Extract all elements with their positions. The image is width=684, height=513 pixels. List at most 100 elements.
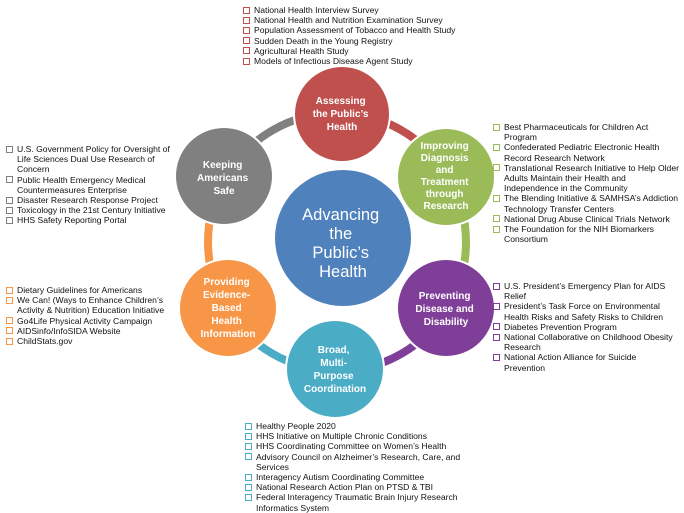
checkbox-bullet [245,453,252,461]
program-list-assessing: National Health Interview Survey Nationa… [243,5,493,66]
checkbox-bullet [6,145,13,153]
list-item-text: National Health Interview Survey [254,5,379,15]
checkbox-bullet [493,282,500,290]
list-item-text: Disaster Research Response Project [17,195,158,206]
checkbox-bullet [493,123,500,131]
list-item: National Collaborative on Childhood Obes… [493,332,679,352]
list-item-text: Toxicology in the 21st Century Initiativ… [17,205,166,216]
checkbox-bullet [243,6,250,14]
list-item-text: We Can! (Ways to Enhance Children’s Acti… [17,295,165,316]
list-item-text: Dietary Guidelines for Americans [17,285,143,295]
node-label-line: through [426,189,464,200]
checkbox-bullet [493,164,500,172]
node-label-line: Keeping [203,160,242,171]
list-item: ChildStats.gov [6,336,181,346]
list-item: Advisory Council on Alzheimer’s Research… [245,452,485,472]
list-item: National Health and Nutrition Examinatio… [243,15,493,25]
list-item-text: The Foundation for the NIH Biomarkers Co… [504,224,654,245]
list-item: HHS Initiative on Multiple Chronic Condi… [245,431,485,441]
list-item: The Foundation for the NIH Biomarkers Co… [493,224,679,244]
list-item-text: Interagency Autism Coordinating Committe… [256,472,425,483]
checkbox-bullet [493,215,500,223]
checkbox-bullet [243,16,250,24]
node-broad: Broad, Multi- Purpose Coordination [285,319,385,419]
node-providing: Providing Evidence- Based Health Informa… [178,258,278,358]
node-label-keeping: Keeping Americans Safe [197,160,251,197]
list-item-text: National Action Alliance for Suicide Pre… [504,352,637,373]
list-item-text: Models of Infectious Disease Agent Study [254,56,413,67]
checkbox-bullet [6,337,13,345]
program-list-keeping: U.S. Government Policy for Oversight of … [6,144,181,226]
list-item-text: ChildStats.gov [17,336,73,347]
list-item-text: Advisory Council on Alzheimer’s Research… [256,451,461,472]
checkbox-bullet [245,442,252,450]
list-item: Dietary Guidelines for Americans [6,285,181,295]
list-item: Population Assessment of Tobacco and Hea… [243,25,493,35]
list-item-text: AIDSinfo/InfoSIDA Website [17,325,121,336]
list-item: National Drug Abuse Clinical Trials Netw… [493,214,679,224]
checkbox-bullet [493,353,500,361]
node-keeping: Keeping Americans Safe [174,126,274,226]
list-item: Toxicology in the 21st Century Initiativ… [6,205,181,215]
checkbox-bullet [6,196,13,204]
checkbox-bullet [245,473,252,481]
center-title: Advancing the Public’s Health [302,206,384,281]
list-item: Sudden Death in the Young Registry [243,36,493,46]
node-circle-keeping [174,126,274,226]
center-title-line: Health [319,263,367,281]
center-title-line: Advancing [302,206,379,224]
list-item: National Action Alliance for Suicide Pre… [493,352,679,373]
checkbox-bullet [243,37,250,45]
center-circle [275,170,411,306]
list-item-text: Healthy People 2020 [256,421,336,431]
node-label-line: Preventing [419,291,471,302]
checkbox-bullet [493,194,500,202]
checkbox-bullet [245,483,252,491]
list-item-text: Population Assessment of Tobacco and Hea… [254,25,456,36]
checkbox-bullet [493,323,500,331]
checkbox-bullet [245,422,252,430]
list-item-text: Confederated Pediatric Electronic Health… [504,142,660,163]
list-item: Best Pharmaceuticals for Children Act Pr… [493,122,679,142]
list-item-text: Federal Interagency Traumatic Brain Inju… [256,492,458,513]
list-item: The Blending Initiative & SAMHSA’s Addic… [493,193,679,214]
checkbox-bullet [6,286,13,294]
node-label-line: Information [201,329,256,340]
checkbox-bullet [243,47,250,55]
node-label-line: Assessing [316,96,366,107]
node-label-line: Providing [204,277,250,288]
center-node: Advancing the Public’s Health [275,170,411,306]
program-list-broad: Healthy People 2020 HHS Initiative on Mu… [245,421,485,513]
checkbox-bullet [6,216,13,224]
checkbox-bullet [243,26,250,34]
node-label-line: Disease and [415,304,473,315]
checkbox-bullet [6,176,13,184]
list-item-text: Best Pharmaceuticals for Children Act Pr… [504,122,649,143]
checkbox-bullet [245,493,252,501]
list-item: President’s Task Force on Environmental … [493,301,679,322]
list-item: U.S. President’s Emergency Plan for AIDS… [493,281,679,301]
list-item-text: Diabetes Prevention Program [504,321,617,332]
checkbox-bullet [6,327,13,335]
list-item-text: National Drug Abuse Clinical Trials Netw… [504,213,670,224]
node-circle-broad [285,319,385,419]
list-item-text: National Research Action Plan on PTSD & … [256,482,434,493]
node-label-line: Disability [424,317,469,328]
node-label-line: Health [327,122,358,133]
list-item-text: National Collaborative on Childhood Obes… [504,332,673,353]
checkbox-bullet [245,432,252,440]
list-item-text: Public Health Emergency Medical Counterm… [17,174,146,195]
node-label-line: Safe [213,186,235,197]
center-title-line: the [329,225,352,243]
node-label-line: Evidence- [203,290,250,301]
node-label-line: and [436,165,454,176]
node-circle-improving [396,127,496,227]
checkbox-bullet [6,317,13,325]
checkbox-bullet [493,225,500,233]
list-item: Translational Research Initiative to Hel… [493,163,679,194]
checkbox-bullet [6,296,13,304]
program-list-providing: Dietary Guidelines for Americans We Can!… [6,285,181,346]
list-item: We Can! (Ways to Enhance Children’s Acti… [6,295,181,315]
center-title-line: Public’s [312,244,369,262]
